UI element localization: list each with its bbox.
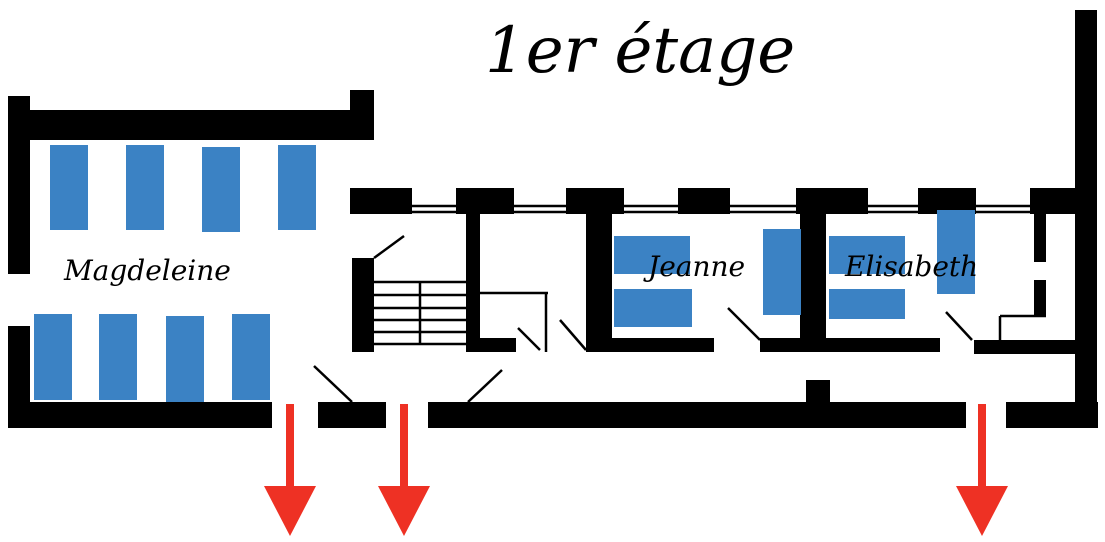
bed <box>126 145 164 230</box>
magdeleine-room-walls <box>8 90 374 428</box>
room-label-magdeleine: Magdeleine <box>63 254 231 287</box>
bed <box>614 236 690 274</box>
right-outer-wall <box>1075 10 1097 428</box>
magdeleine-beds-top <box>50 145 316 232</box>
elisabeth-beds <box>829 210 975 319</box>
exit-arrow-icon <box>264 404 316 536</box>
bed <box>829 289 905 319</box>
room-label-jeanne: Jeanne <box>643 250 745 283</box>
jeanne-room-walls <box>586 210 940 352</box>
bed <box>50 145 88 230</box>
bed <box>202 147 240 232</box>
jeanne-beds <box>614 229 801 327</box>
corridor-doors <box>313 365 612 408</box>
bed <box>829 236 905 274</box>
exit-arrow-icon <box>378 404 430 536</box>
floor-title: 1er étage <box>485 14 795 88</box>
bed <box>99 314 137 400</box>
exit-arrow-icon <box>956 404 1008 536</box>
bed <box>232 314 270 400</box>
bed <box>937 210 975 294</box>
bed <box>614 289 692 327</box>
service-rooms-walls <box>466 210 587 352</box>
bed <box>34 314 72 400</box>
room-label-elisabeth: Elisabeth <box>844 250 978 283</box>
bed <box>278 145 316 230</box>
staircase-icon <box>352 234 466 352</box>
corridor-top-wall <box>350 188 1086 214</box>
elisabeth-room-walls <box>945 210 1078 354</box>
bed <box>763 229 801 315</box>
bed <box>166 316 204 402</box>
bottom-outer-wall <box>8 380 1098 428</box>
magdeleine-beds-bottom <box>34 314 270 402</box>
